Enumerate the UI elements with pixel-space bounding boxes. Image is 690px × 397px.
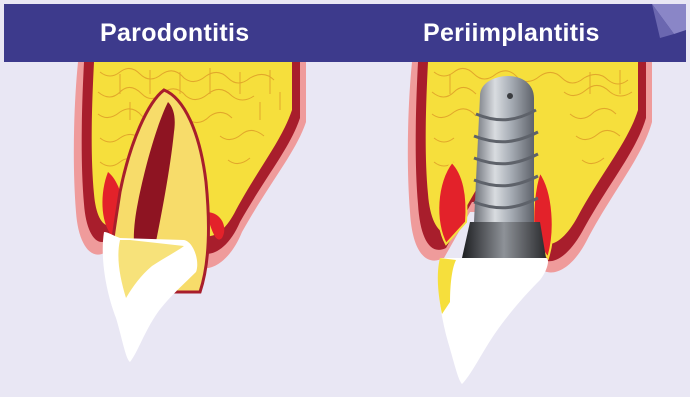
implant-screw bbox=[474, 76, 534, 222]
page-curl-icon bbox=[646, 4, 686, 62]
periimplantitis-illustration bbox=[400, 62, 670, 392]
implant-crown bbox=[438, 258, 548, 384]
implant-abutment bbox=[462, 222, 546, 258]
implant-hole bbox=[507, 93, 513, 99]
periimplantitis-title: Periimplantitis bbox=[423, 4, 600, 62]
parodontitis-illustration bbox=[60, 62, 320, 392]
parodontitis-title: Parodontitis bbox=[100, 4, 249, 62]
